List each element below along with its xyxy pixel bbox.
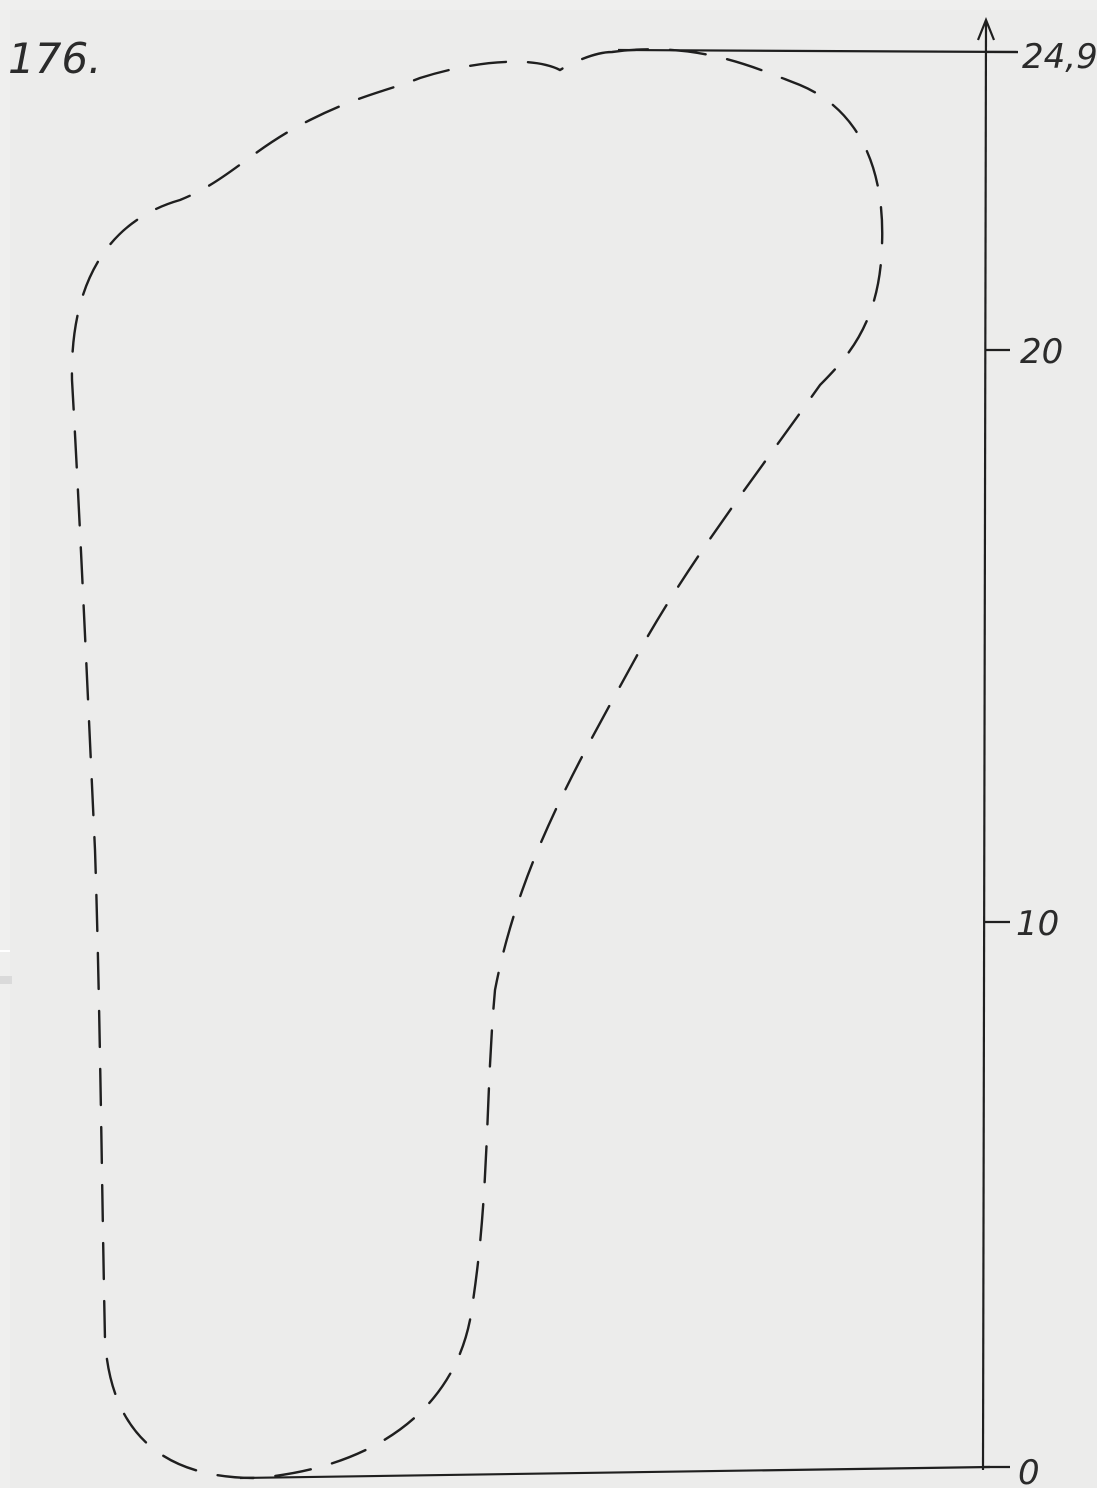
tick-label-10: 10 [1016,904,1059,944]
axis-arrowhead-icon [976,17,996,41]
baseline [239,1465,991,1480]
tick-label-24-9: 24,9 [1022,37,1097,77]
measure-axis [981,21,988,1471]
page-edge-mark [0,976,12,984]
footprint-dashed-outline [70,48,884,1480]
top-reference-line [617,48,1019,54]
page-edge-highlight [0,950,10,952]
paper-sheet [10,10,1097,1488]
tick-label-0: 0 [1018,1453,1040,1488]
figure-number-label: 176. [8,34,102,83]
tick-label-20: 20 [1020,332,1063,372]
axis-ticks [983,50,1018,1469]
